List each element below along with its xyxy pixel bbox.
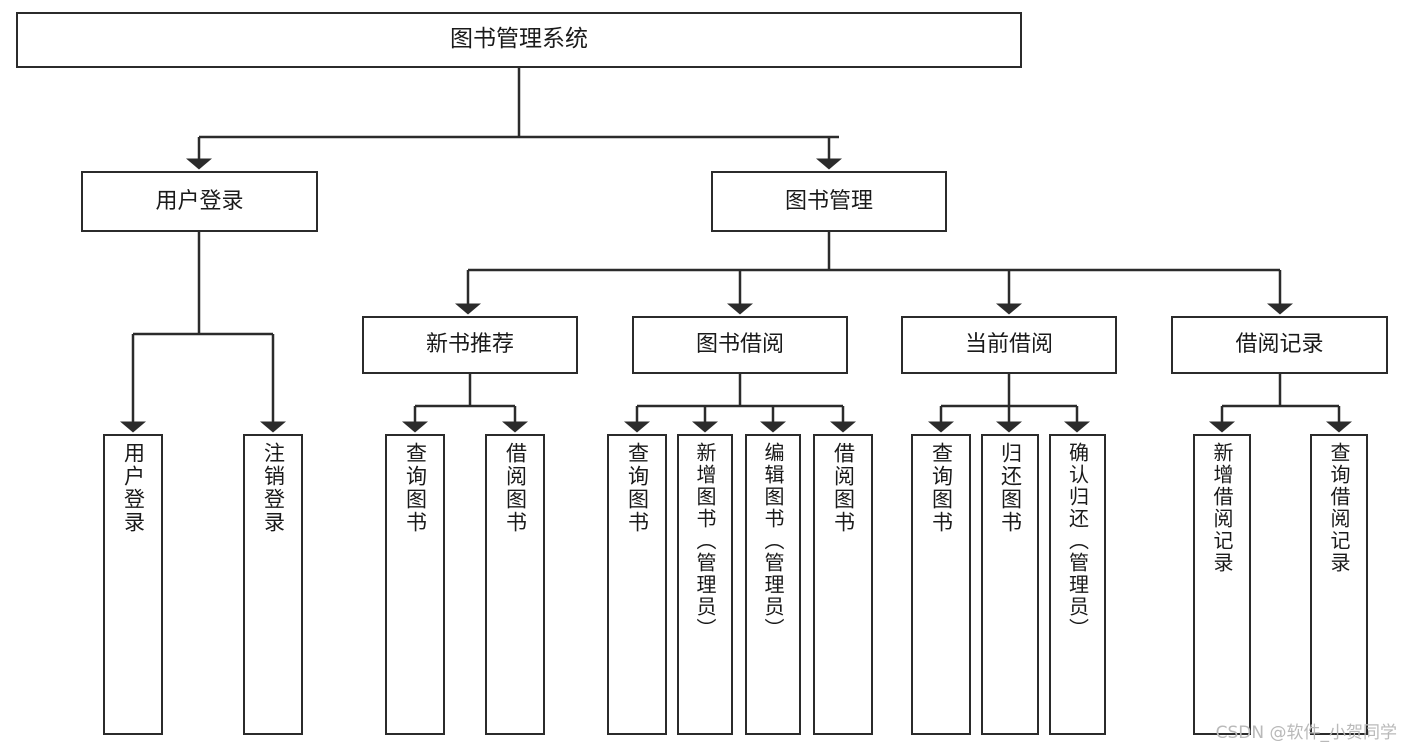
node-label: 当前借阅 [964, 332, 1053, 358]
node-book-management[interactable]: 图书管理 [711, 171, 947, 232]
node-label: 图书管理系统 [450, 26, 588, 53]
node-leaf-borrow-book-recommend[interactable]: 借阅图书 [485, 434, 545, 735]
node-root-system[interactable]: 图书管理系统 [16, 12, 1022, 68]
node-label: 查询图书 [625, 442, 650, 534]
node-book-borrow[interactable]: 图书借阅 [632, 316, 848, 374]
node-label: 借阅图书 [503, 442, 528, 534]
node-label: 新增借阅记录 [1210, 442, 1234, 574]
node-leaf-add-borrow-record[interactable]: 新增借阅记录 [1193, 434, 1251, 735]
node-leaf-query-book-borrow[interactable]: 查询图书 [607, 434, 667, 735]
node-label: 归还图书 [998, 442, 1023, 534]
node-user-login[interactable]: 用户登录 [81, 171, 318, 232]
node-label: 新增图书（管理员） [693, 442, 717, 640]
node-label: 新书推荐 [425, 332, 514, 358]
node-label: 用户登录 [155, 188, 244, 214]
node-leaf-user-login[interactable]: 用户登录 [103, 434, 163, 735]
node-leaf-query-book-recommend[interactable]: 查询图书 [385, 434, 445, 735]
node-leaf-logout[interactable]: 注销登录 [243, 434, 303, 735]
node-leaf-return-book[interactable]: 归还图书 [981, 434, 1039, 735]
node-new-book-recommend[interactable]: 新书推荐 [362, 316, 578, 374]
node-leaf-query-book-current[interactable]: 查询图书 [911, 434, 971, 735]
node-label: 图书借阅 [695, 332, 784, 358]
node-label: 借阅记录 [1235, 332, 1324, 358]
node-leaf-add-book-admin[interactable]: 新增图书（管理员） [677, 434, 733, 735]
node-label: 编辑图书（管理员） [761, 442, 785, 640]
watermark: CSDN @软件_小贺同学 [1215, 723, 1397, 743]
node-label: 确认归还（管理员） [1065, 442, 1090, 640]
node-leaf-query-borrow-record[interactable]: 查询借阅记录 [1310, 434, 1368, 735]
node-label: 注销登录 [261, 442, 286, 534]
node-leaf-borrow-book[interactable]: 借阅图书 [813, 434, 873, 735]
node-label: 图书管理 [784, 188, 873, 214]
node-current-borrow[interactable]: 当前借阅 [901, 316, 1117, 374]
node-borrow-record[interactable]: 借阅记录 [1171, 316, 1388, 374]
node-label: 查询图书 [929, 442, 954, 534]
node-leaf-edit-book-admin[interactable]: 编辑图书（管理员） [745, 434, 801, 735]
node-label: 借阅图书 [831, 442, 856, 534]
node-label: 查询借阅记录 [1327, 442, 1351, 574]
node-label: 查询图书 [403, 442, 428, 534]
node-leaf-confirm-return-admin[interactable]: 确认归还（管理员） [1049, 434, 1106, 735]
node-label: 用户登录 [121, 442, 146, 534]
